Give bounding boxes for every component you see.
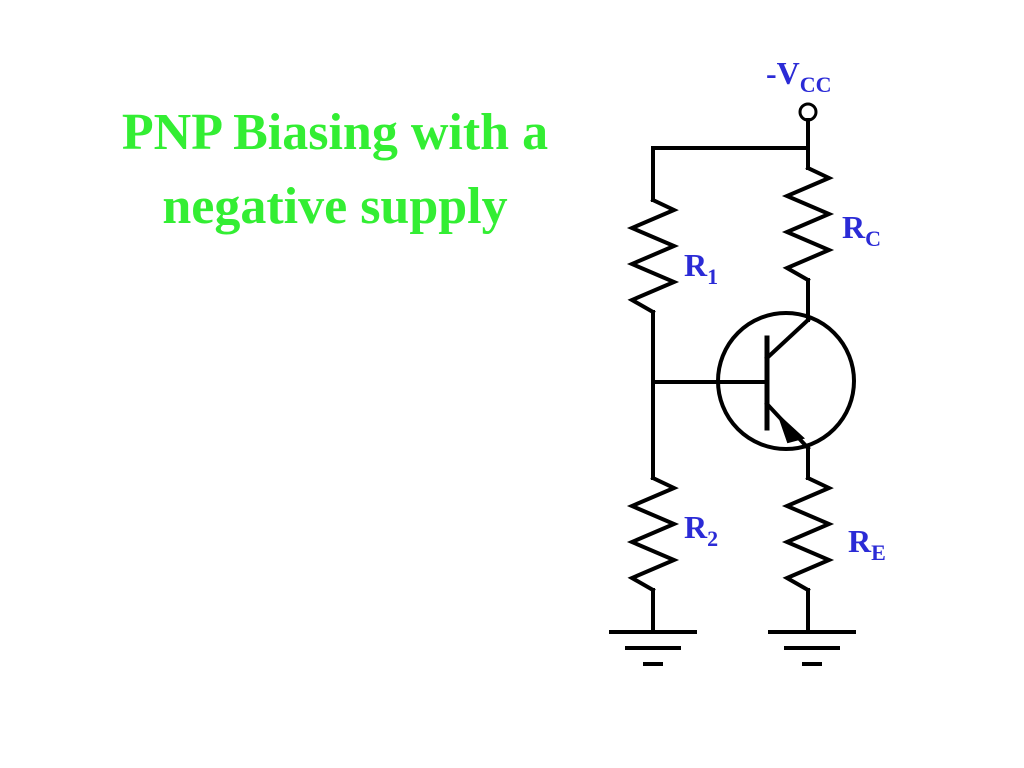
emitter-arrow — [778, 415, 806, 444]
ground-right — [768, 630, 856, 666]
r1-label-main: R — [684, 247, 708, 283]
supply-label-sub: CC — [800, 72, 832, 97]
rc-label-sub: C — [865, 226, 881, 251]
r2-label: R2 — [684, 509, 718, 551]
rc-label-main: R — [842, 209, 866, 245]
resistor-r1 — [626, 197, 680, 315]
r2-label-sub: 2 — [707, 526, 718, 551]
resistor-r2 — [626, 475, 680, 593]
resistor-re — [781, 475, 835, 593]
transistor-collector — [764, 317, 811, 361]
r2-label-main: R — [684, 509, 708, 545]
pnp-transistor — [716, 311, 856, 451]
resistor-rc — [781, 165, 835, 283]
title-line-1: PNP Biasing with a — [121, 104, 549, 161]
transistor-envelope — [716, 311, 856, 451]
supply-label-main: -V — [766, 55, 800, 91]
re-label-main: R — [848, 523, 872, 559]
rc-label: RC — [842, 209, 881, 251]
supply-label: -VCC — [766, 55, 832, 97]
r1-label-sub: 1 — [707, 264, 718, 289]
re-label-sub: E — [871, 540, 886, 565]
re-label: RE — [848, 523, 886, 565]
r1-label: R1 — [684, 247, 718, 289]
ground-left — [609, 630, 697, 666]
slide-title: PNP Biasing with a negative supply — [70, 96, 600, 244]
supply-terminal — [798, 102, 818, 122]
title-line-2: negative supply — [162, 178, 508, 235]
